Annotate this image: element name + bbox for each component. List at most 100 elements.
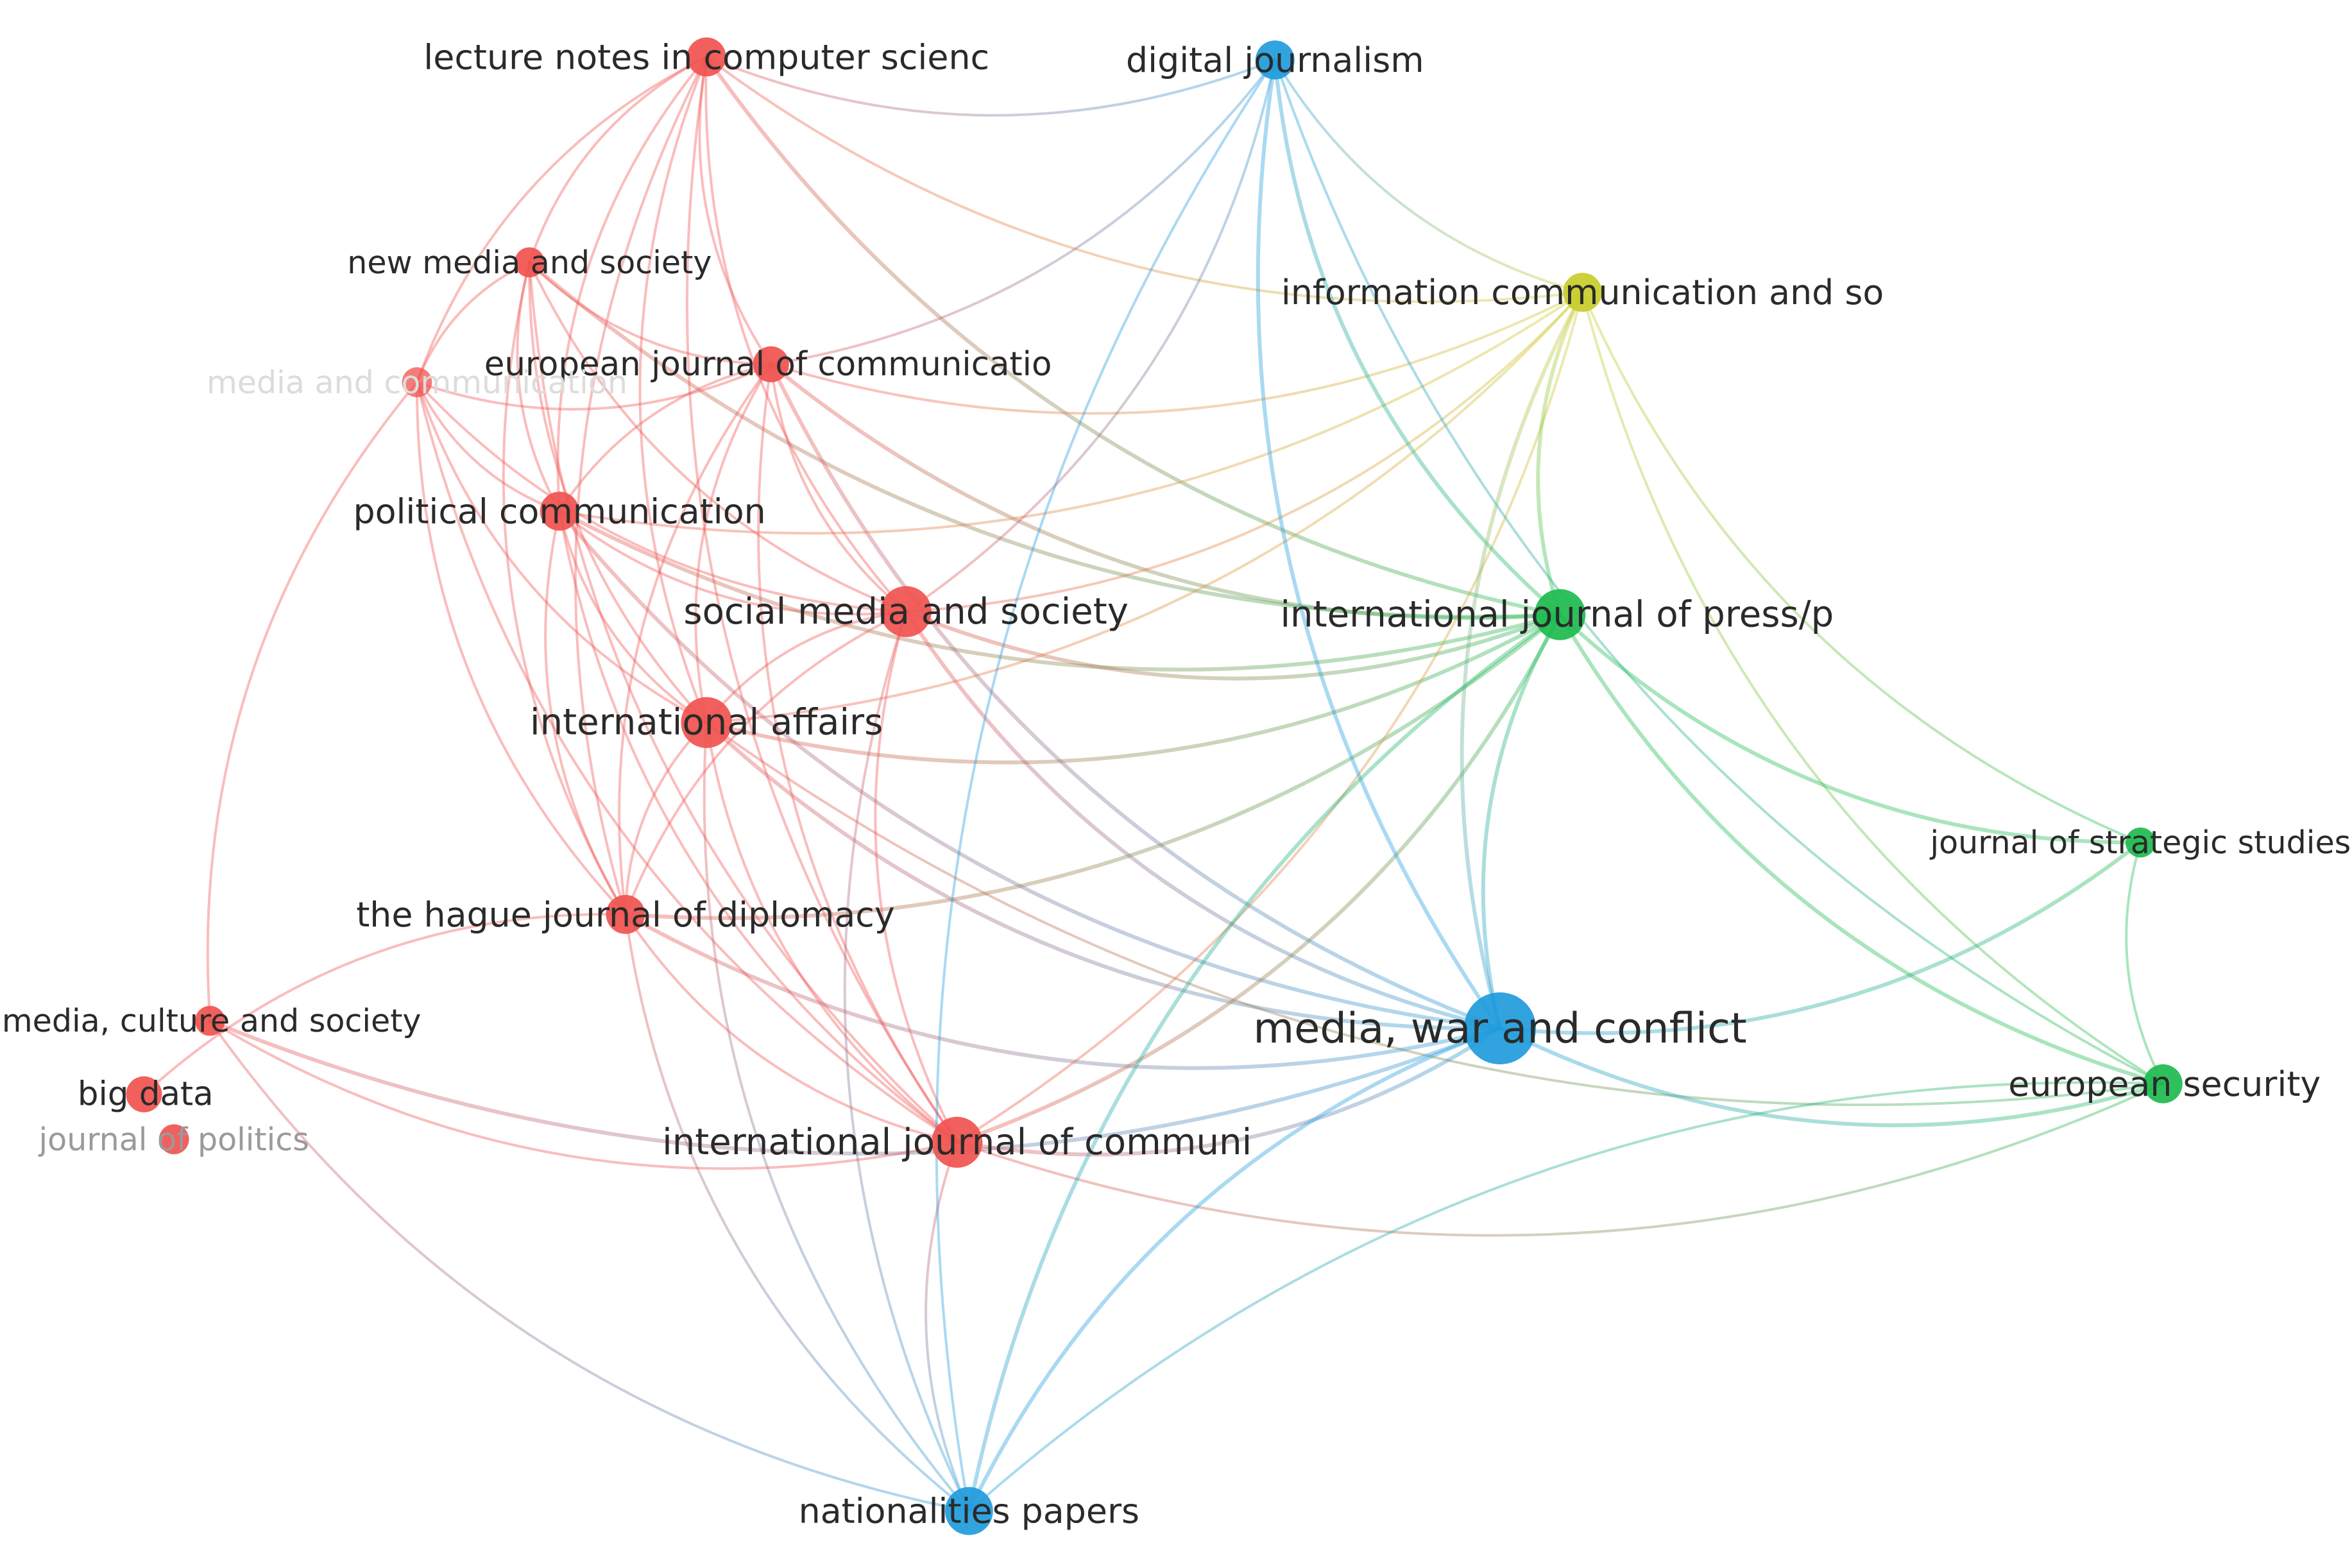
edge-mcs-mwc — [208, 1019, 1503, 1156]
edge-ics-mwc — [1460, 290, 1585, 1030]
node-mcs[interactable] — [194, 1005, 225, 1036]
edge-hague-ijc — [624, 913, 959, 1144]
node-digital[interactable] — [1255, 40, 1295, 80]
edge-mwc-es — [1498, 1026, 2165, 1127]
node-hague[interactable] — [606, 894, 645, 934]
label-ics: information communication and so — [1281, 272, 1884, 312]
edge-sms-np — [843, 610, 971, 1513]
node-jop[interactable] — [158, 1124, 189, 1155]
edge-sms-hague — [624, 610, 908, 916]
label-bigdata: big data — [78, 1075, 214, 1114]
edge-hague-bigdata — [142, 912, 627, 1096]
label-jop: journal of politics — [38, 1121, 309, 1158]
edge-nms-sms — [528, 260, 908, 613]
edge-ejc-sms — [769, 362, 908, 613]
edge-mac-ia — [415, 380, 708, 724]
label-digital: digital journalism — [1126, 40, 1424, 80]
node-np[interactable] — [944, 1487, 993, 1535]
edge-ejc-ijc — [757, 362, 959, 1144]
node-ics[interactable] — [1563, 273, 1602, 312]
edge-ia-ijc — [705, 721, 959, 1144]
node-es[interactable] — [2143, 1064, 2183, 1104]
edge-hague-mwc — [623, 912, 1503, 1070]
edge-ejc-ics — [769, 291, 1584, 415]
edge-ijc-mwc — [955, 1026, 1503, 1157]
node-ejc[interactable] — [753, 346, 789, 382]
edge-polcom-ijc — [558, 509, 959, 1144]
edge-ejc-ijpp — [769, 362, 1562, 620]
edge-ejc-hague — [618, 362, 772, 916]
edge-nms-ijc — [528, 260, 959, 1144]
edge-mac-polcom — [415, 380, 561, 513]
edge-digital-es — [1274, 58, 2165, 1086]
edge-lncs-digital — [705, 55, 1277, 117]
edge-mac-hague — [415, 380, 627, 916]
edge-polcom-ijpp — [558, 509, 1562, 672]
edge-jss-es — [2125, 841, 2165, 1086]
edge-ics-es — [1581, 291, 2165, 1086]
edge-sms-ia — [705, 610, 908, 724]
edge-mac-ijc — [415, 380, 959, 1144]
edge-nms-mac — [415, 260, 531, 384]
label-hague: the hague journal of diplomacy — [356, 894, 894, 935]
edge-ia-hague — [624, 721, 708, 916]
label-ia: international affairs — [530, 702, 883, 744]
edge-lncs-mac — [415, 55, 708, 384]
node-bigdata[interactable] — [126, 1076, 162, 1112]
edge-mwc-jss — [1498, 840, 2143, 1035]
edge-mcs-np — [209, 1019, 971, 1513]
node-ijc[interactable] — [931, 1116, 983, 1168]
edge-ia-np — [703, 721, 971, 1513]
edge-nms-polcom — [516, 260, 561, 513]
edge-mac-ejc — [415, 362, 772, 411]
label-ejc: european journal of communicatio — [484, 345, 1052, 384]
edge-ijc-es — [955, 1082, 2165, 1237]
edge-hague-ijpp — [623, 612, 1562, 920]
edge-lncs-hague — [574, 55, 708, 916]
node-mwc[interactable] — [1463, 992, 1537, 1064]
edge-mac-mcs — [206, 380, 418, 1023]
edge-lncs-ia — [638, 55, 708, 724]
edge-ics-jss — [1581, 291, 2142, 844]
edge-polcom-sms — [558, 509, 908, 616]
edge-ijc-np — [925, 1141, 971, 1513]
edge-es-np — [967, 1081, 2165, 1513]
label-ijc: international journal of communi — [662, 1121, 1252, 1163]
node-lncs[interactable] — [686, 37, 726, 77]
edge-sms-ics — [905, 291, 1584, 613]
node-ia[interactable] — [681, 697, 732, 748]
edge-ia-ics — [705, 291, 1584, 724]
edge-lncs-ics — [705, 55, 1584, 303]
edge-ijpp-mwc — [1481, 612, 1562, 1030]
edge-ia-ijpp — [704, 612, 1562, 765]
edge-ejc-digital — [769, 58, 1277, 366]
node-mac[interactable] — [402, 367, 432, 398]
edge-nms-hague — [502, 260, 627, 916]
edges-layer — [142, 55, 2165, 1513]
node-ijpp[interactable] — [1534, 589, 1586, 640]
edge-ijpp-np — [967, 612, 1562, 1513]
node-sms[interactable] — [880, 586, 932, 638]
edge-mac-sms — [415, 380, 908, 613]
edge-digital-ics — [1274, 58, 1584, 294]
edge-ijpp-es — [1558, 612, 2165, 1086]
edge-digital-ijpp — [1273, 58, 1562, 617]
label-polcom: political communication — [353, 491, 765, 531]
edge-ia-mwc — [704, 720, 1503, 1030]
node-jss[interactable] — [2125, 827, 2156, 858]
node-polcom[interactable] — [540, 491, 579, 531]
edge-ijpp-jss — [1558, 612, 2143, 845]
edge-ijc-ics — [955, 291, 1584, 1144]
nodes-layer — [126, 37, 2183, 1535]
edge-polcom-mwc — [558, 509, 1503, 1030]
edge-ijc-ijpp — [955, 612, 1562, 1145]
node-nms[interactable] — [514, 247, 545, 278]
edge-digital-np — [935, 58, 1277, 1513]
label-mwc: media, war and conflict — [1253, 1004, 1746, 1053]
edge-ejc-polcom — [558, 362, 772, 513]
edge-lncs-nms — [528, 55, 708, 264]
label-sms: social media and society — [683, 591, 1129, 633]
label-es: european security — [2008, 1064, 2321, 1104]
